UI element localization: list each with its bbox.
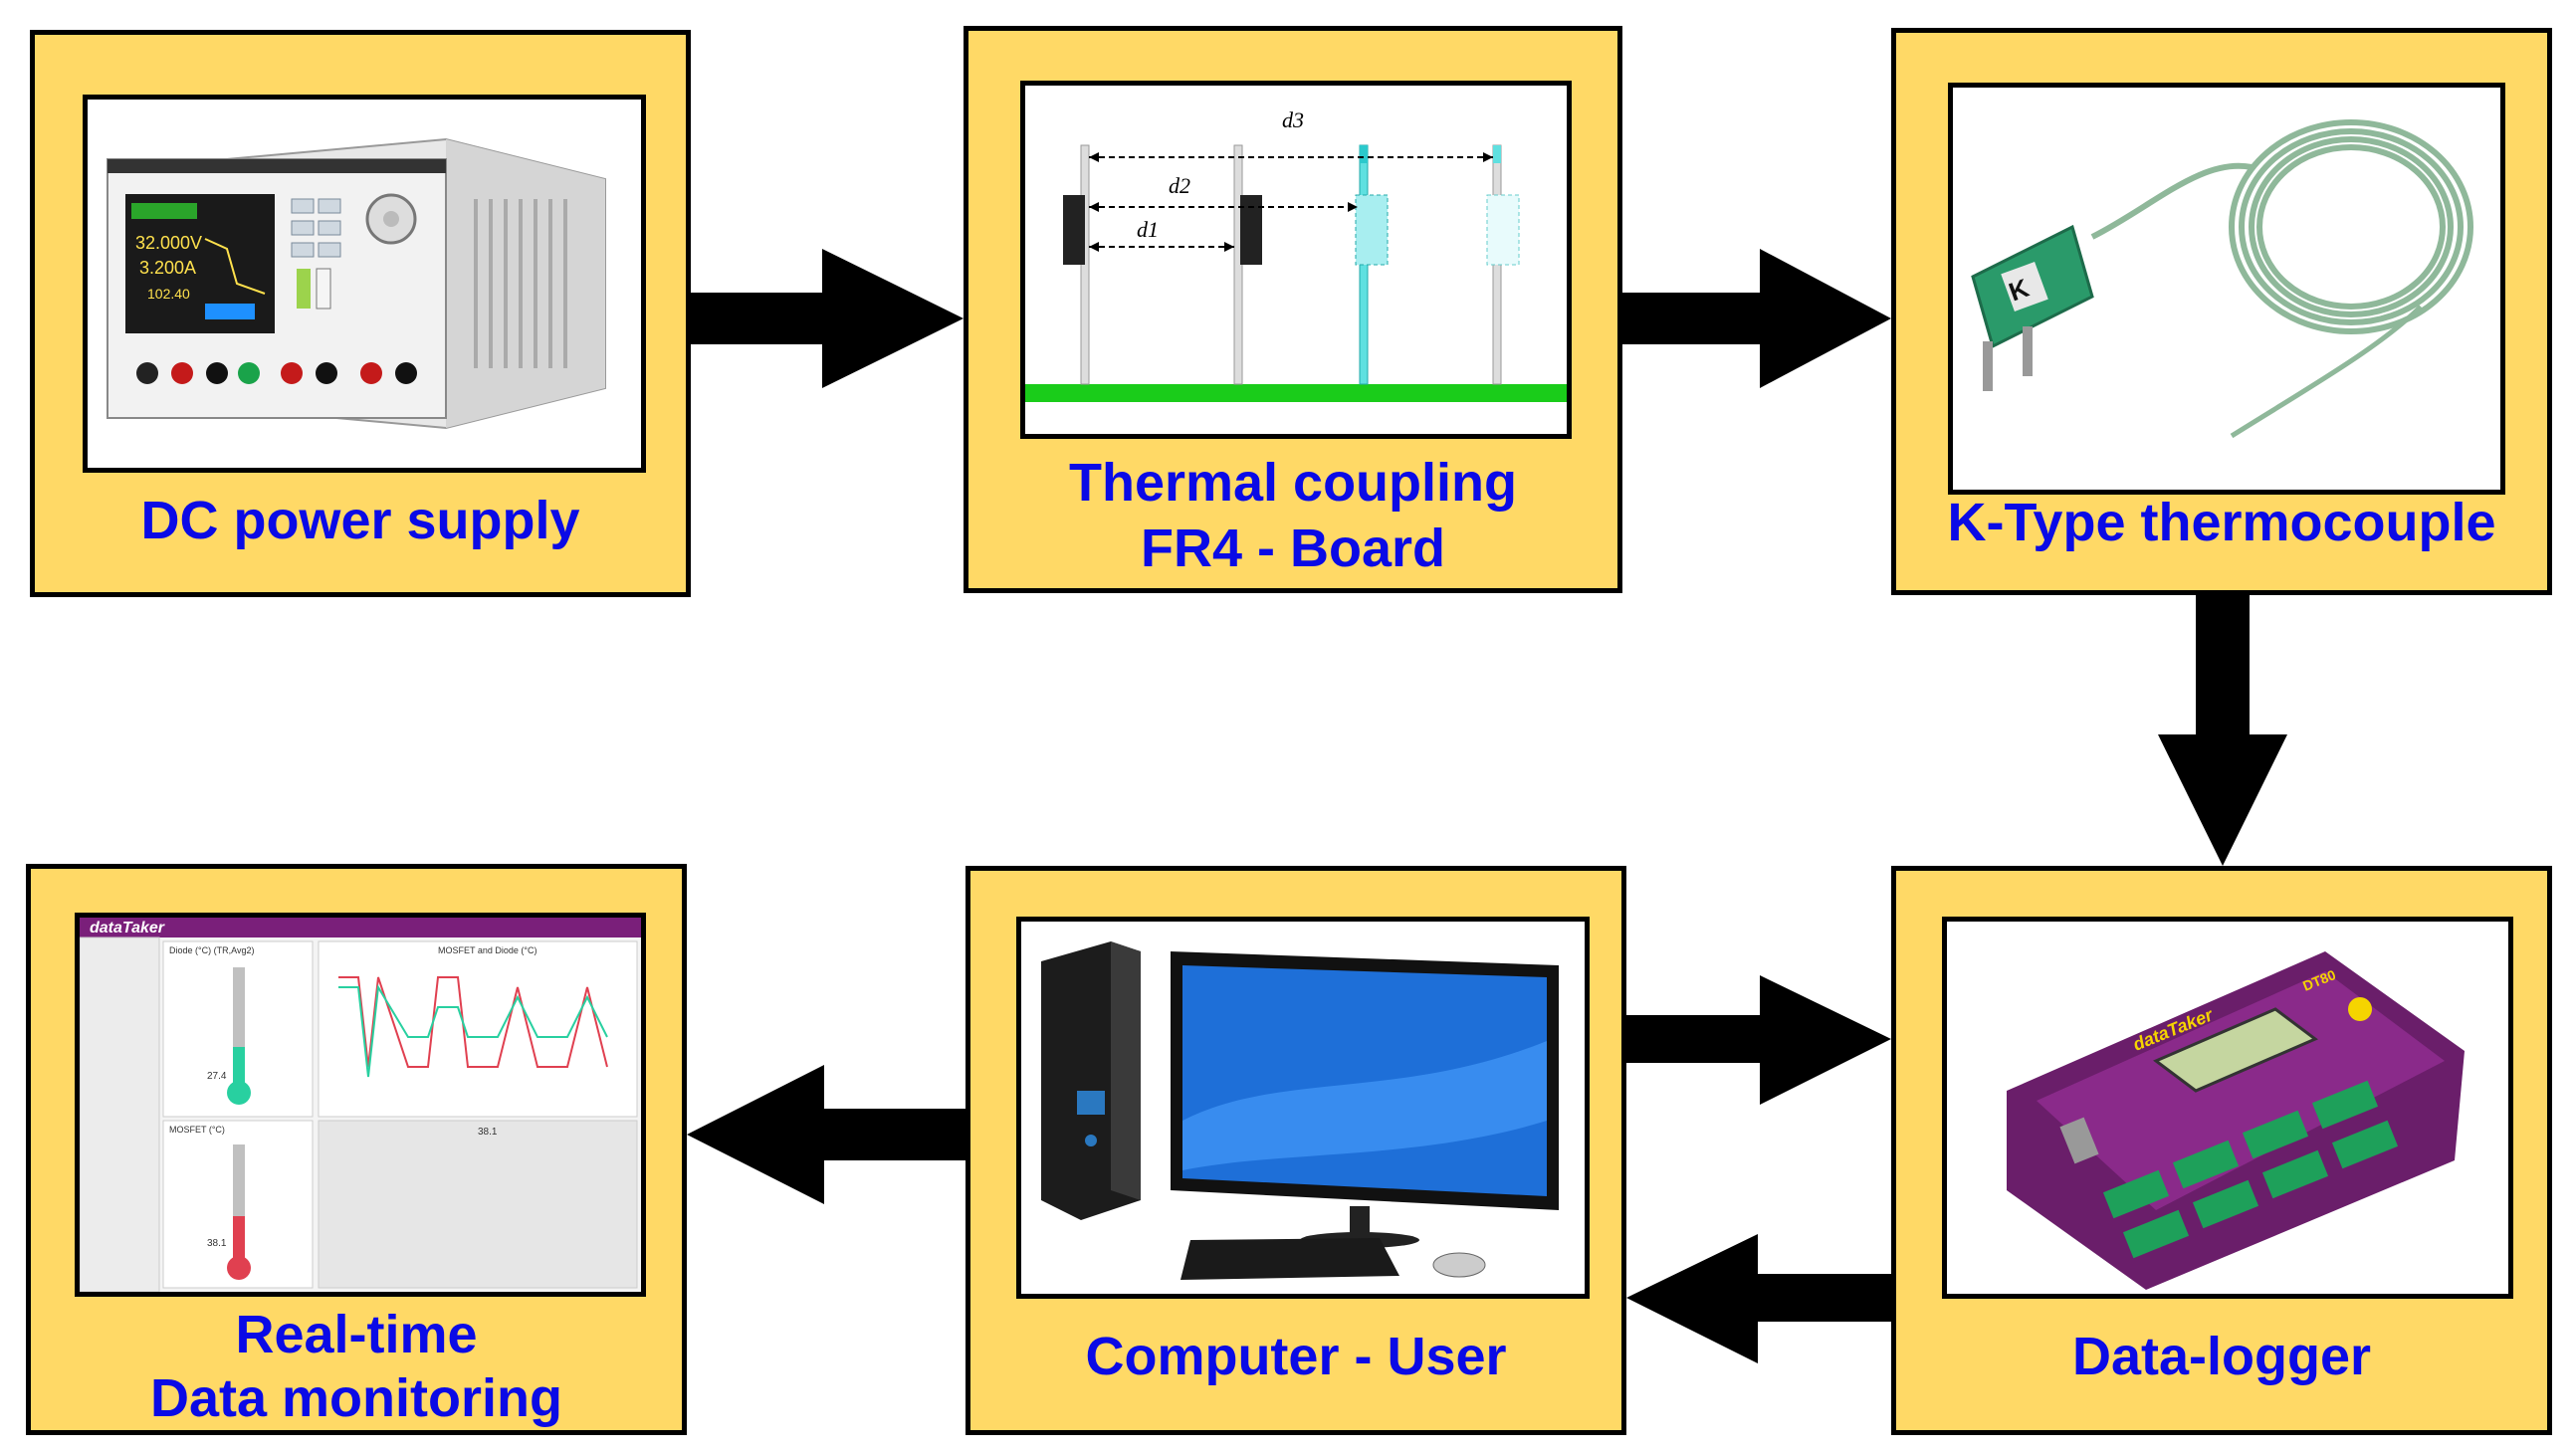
computer-user-label: Computer - User xyxy=(1085,1327,1507,1386)
d2-label: d2 xyxy=(1169,173,1190,198)
diode-value: 27.4 xyxy=(207,1071,227,1082)
dc-power-supply-photo: 32.000V 3.200A 102.40 xyxy=(83,95,646,473)
monitoring-label-2: Data monitoring xyxy=(150,1368,562,1428)
arrow-logger-to-computer xyxy=(1626,1234,1891,1363)
computer-photo xyxy=(1016,917,1590,1299)
data-monitoring-block: dataTaker Diode (°C) (TR,Avg2) MOSFET (°… xyxy=(26,864,687,1435)
datataker-app-brand: dataTaker xyxy=(90,920,165,936)
thermal-coupling-label-2: FR4 - Board xyxy=(1140,519,1446,578)
current-readout: 3.200A xyxy=(139,258,196,278)
arrow-thermocouple-to-logger xyxy=(2158,595,2287,866)
voltage-readout: 32.000V xyxy=(135,233,202,253)
monitoring-label-1: Real-time xyxy=(235,1305,478,1364)
computer-user-block: Computer - User xyxy=(966,866,1626,1435)
mosfet-value: 38.1 xyxy=(207,1238,227,1249)
power-readout: 102.40 xyxy=(147,286,190,302)
arrow-computer-to-monitoring xyxy=(687,1065,966,1204)
arrow-computer-to-logger xyxy=(1626,975,1891,1105)
d1-label: d1 xyxy=(1137,217,1159,242)
table-value: 38.1 xyxy=(478,1127,498,1138)
dc-power-supply-label: DC power supply xyxy=(140,491,580,550)
mosfet-panel-title: MOSFET (°C) xyxy=(169,1125,225,1135)
monitoring-screen: dataTaker Diode (°C) (TR,Avg2) MOSFET (°… xyxy=(75,913,646,1297)
arrow-coupling-to-thermocouple xyxy=(1622,249,1891,388)
data-logger-photo: dataTaker DT80 xyxy=(1942,917,2513,1299)
chart-title: MOSFET and Diode (°C) xyxy=(438,945,537,955)
d3-label: d3 xyxy=(1282,107,1304,132)
data-logger-label: Data-logger xyxy=(2071,1327,2372,1386)
diode-panel-title: Diode (°C) (TR,Avg2) xyxy=(169,945,254,955)
thermocouple-photo: K xyxy=(1948,83,2505,495)
k-type-thermocouple-block: K K-Type thermocouple xyxy=(1891,28,2552,595)
thermal-coupling-block: d3 d2 d1 Thermal coupling FR4 - Board xyxy=(964,26,1622,593)
thermal-coupling-diagram: d3 d2 d1 xyxy=(1020,81,1572,439)
data-logger-block: dataTaker DT80 Data-logger xyxy=(1891,866,2552,1435)
arrow-power-to-coupling xyxy=(691,249,964,388)
thermal-coupling-label-1: Thermal coupling xyxy=(1068,453,1518,513)
fr4-board-strip xyxy=(1025,384,1567,402)
dc-power-supply-block: 32.000V 3.200A 102.40 xyxy=(30,30,691,597)
k-type-thermocouple-label: K-Type thermocouple xyxy=(1947,493,2496,552)
